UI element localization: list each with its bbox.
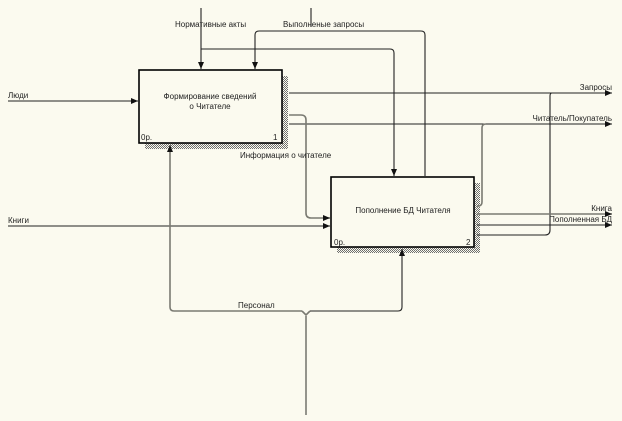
arrow-books[interactable]: Книги — [8, 216, 330, 229]
arrow-requests[interactable]: Запросы — [289, 83, 613, 236]
activity-1-frame — [138, 69, 283, 144]
arrow-readers-buyers[interactable]: Читатель/Покупатель — [289, 114, 612, 207]
activity-2-number: 2 — [466, 238, 471, 247]
arrow-updated-db[interactable]: Пополненная БД — [477, 215, 613, 228]
arrow-people[interactable]: Люди — [8, 91, 138, 104]
label-books: Книги — [8, 216, 29, 225]
activity-2-title: Пополнение БД Читателя — [355, 206, 450, 215]
activity-box-2[interactable]: Пополнение БД Читателя 0р. 2 — [330, 176, 480, 253]
label-staff: Персонал — [238, 301, 275, 310]
label-normative-acts: Нормативные акты — [175, 20, 246, 29]
label-requests: Запросы — [580, 83, 613, 92]
arrow-reader-info[interactable]: Информация о читателе — [240, 114, 332, 221]
label-readers-buyers: Читатель/Покупатель — [533, 114, 612, 123]
arrow-normative-acts[interactable]: Нормативные акты — [175, 8, 397, 176]
activity-1-number: 1 — [273, 133, 278, 142]
label-book: Книга — [591, 204, 612, 213]
arrow-staff[interactable]: Персонал — [167, 145, 405, 415]
arrow-book[interactable]: Книга — [477, 204, 613, 217]
label-reader-info: Информация о читателе — [240, 151, 332, 160]
activity-2-cost: 0р. — [334, 238, 345, 247]
activity-1-cost: 0р. — [141, 133, 152, 142]
activity-box-1[interactable]: Формирование сведений о Читателе 0р. 1 — [138, 69, 288, 149]
arrow-completed-requests[interactable]: Выполненые запросы — [252, 8, 426, 176]
label-updated-db: Пополненная БД — [549, 215, 612, 224]
activity-1-title-line2: о Читателе — [189, 102, 231, 111]
activity-2-frame — [330, 176, 475, 248]
label-people: Люди — [8, 91, 28, 100]
label-completed-requests: Выполненые запросы — [283, 20, 364, 29]
activity-1-title-line1: Формирование сведений — [164, 92, 257, 101]
